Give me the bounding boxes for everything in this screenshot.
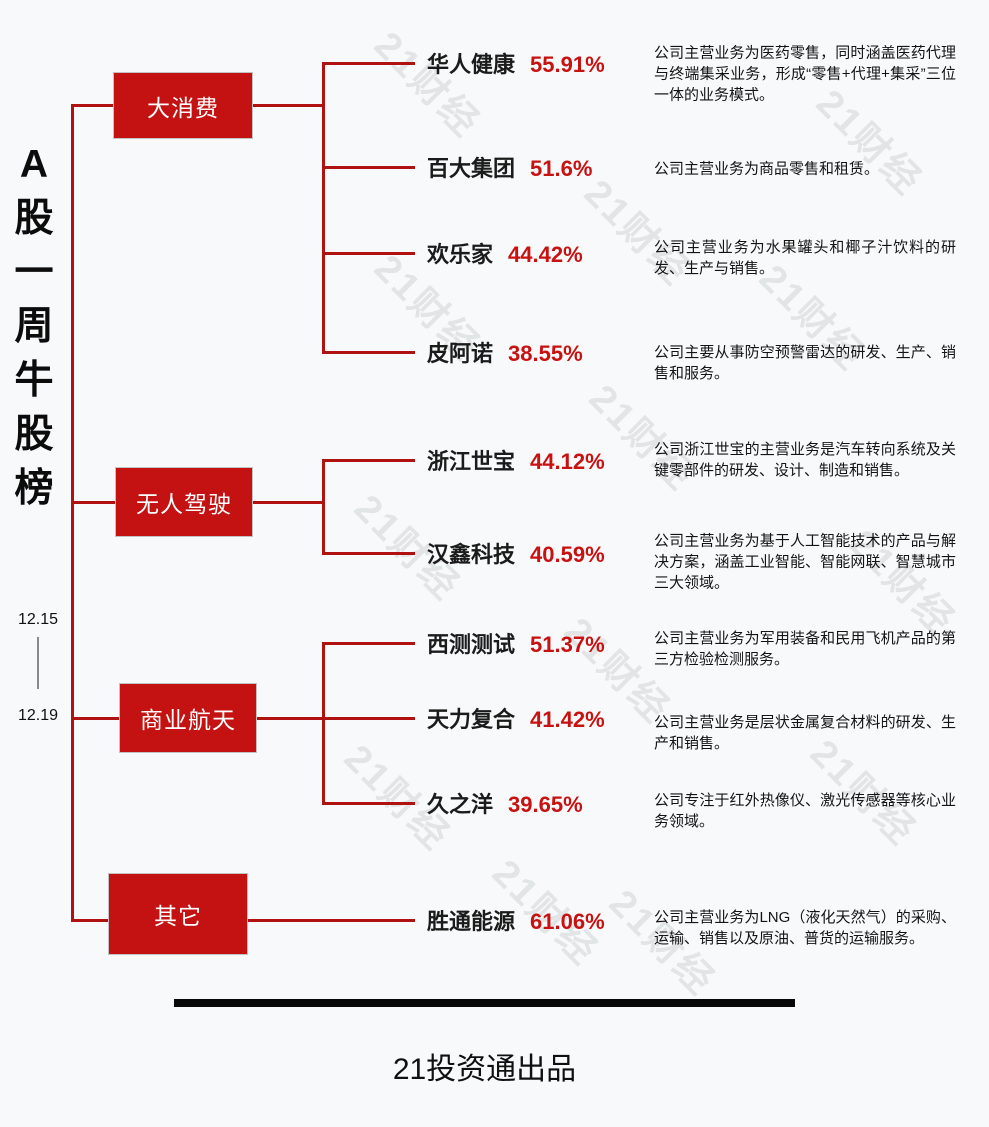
stock-row: 天力复合 41.42% (427, 702, 605, 734)
watermark-text: 21财经 (365, 24, 488, 147)
category-label: 其它 (154, 903, 202, 929)
page-title-char: 股 (14, 413, 54, 456)
stock-name: 天力复合 (427, 707, 516, 732)
stock-connector-line (322, 61, 415, 65)
stock-desc: 公司主营业务为LNG（液化天然气）的采购、运输、销售以及原油、普货的运输服务。 (654, 909, 956, 947)
stock-row: 欢乐家 44.42% (427, 237, 583, 269)
stock-name: 皮阿诺 (427, 341, 494, 366)
stock-desc: 公司专注于红外热像仪、激光传感器等核心业务领域。 (654, 792, 956, 830)
stock-connector-line (322, 251, 415, 255)
page-title-char: 牛 (14, 359, 54, 402)
branch-vertical-line (322, 61, 325, 354)
tree-trunk-line (71, 104, 74, 922)
stock-row: 西测测试 51.37% (427, 627, 605, 659)
stock-name: 华人健康 (427, 52, 516, 77)
page-title-char: 周 (14, 305, 54, 348)
stock-name: 欢乐家 (427, 242, 494, 267)
stock-connector-line (322, 551, 415, 555)
stock-change-pct: 55.91% (530, 52, 605, 77)
stock-connector-line (322, 716, 415, 720)
stock-row: 百大集团 51.6% (427, 151, 592, 183)
trunk-connector-line (71, 716, 119, 720)
stock-row: 皮阿诺 38.55% (427, 336, 583, 368)
stock-connector-line (322, 165, 415, 169)
stock-row: 浙江世宝 44.12% (427, 444, 605, 476)
page-title-char: A (19, 143, 49, 186)
stock-connector-line (322, 350, 415, 354)
stock-change-pct: 51.37% (530, 632, 605, 657)
stock-connector-line (322, 458, 415, 462)
stock-row: 汉鑫科技 40.59% (427, 537, 605, 569)
branch-vertical-line (322, 458, 325, 555)
date-start-label: 12.15 (17, 611, 59, 628)
category-label: 无人驾驶 (136, 491, 232, 517)
category-box-driverless: 无人驾驶 (115, 467, 253, 537)
stock-change-pct: 40.59% (530, 542, 605, 567)
stock-change-pct: 44.42% (508, 242, 583, 267)
trunk-connector-line (71, 104, 113, 107)
stock-name: 胜通能源 (427, 909, 516, 934)
stock-name: 久之洋 (427, 792, 494, 817)
trunk-connector-line (71, 500, 115, 504)
stock-row: 久之洋 39.65% (427, 787, 583, 819)
date-end-label: 12.19 (17, 707, 59, 724)
stock-desc: 公司主营业务为商品零售和租赁。 (654, 160, 880, 178)
stock-desc: 公司主营业务为医药零售，同时涵盖医药代理与终端集采业务，形成“零售+代理+集采”… (654, 44, 956, 104)
stock-connector-line (322, 641, 415, 645)
page-title-char: 榜 (14, 467, 54, 510)
stock-row: 华人健康 55.91% (427, 47, 605, 79)
footer-divider-bar (174, 999, 795, 1007)
stock-change-pct: 39.65% (508, 792, 583, 817)
stock-name: 西测测试 (427, 632, 516, 657)
stock-change-pct: 41.42% (530, 707, 605, 732)
stock-desc: 公司主要从事防空预警雷达的研发、生产、销售和服务。 (654, 344, 956, 382)
page-title-char: 一 (14, 251, 54, 294)
category-box-others: 其它 (108, 873, 248, 955)
box-branch-connector-line (257, 716, 325, 720)
category-label: 大消费 (147, 94, 219, 121)
stock-name: 百大集团 (427, 156, 516, 181)
producer-credit: 21投资通出品 (392, 1053, 577, 1086)
stock-desc: 公司主营业务为水果罐头和椰子汁饮料的研发、生产与销售。 (654, 239, 956, 277)
box-branch-connector-line (253, 500, 325, 504)
stock-desc: 公司主营业务是层状金属复合材料的研发、生产和销售。 (654, 714, 956, 752)
category-label: 商业航天 (140, 707, 236, 733)
stock-change-pct: 61.06% (530, 909, 605, 934)
stock-name: 浙江世宝 (427, 449, 516, 474)
box-branch-connector-line (253, 104, 325, 107)
category-box-commercial-aerospace: 商业航天 (119, 683, 257, 753)
stock-change-pct: 38.55% (508, 341, 583, 366)
stock-desc: 公司主营业务为基于人工智能技术的产品与解决方案，涵盖工业智能、智能网联、智慧城市… (654, 532, 956, 592)
stock-name: 汉鑫科技 (427, 542, 516, 567)
stock-connector-line (322, 801, 415, 805)
stock-change-pct: 51.6% (530, 156, 593, 181)
stock-row: 胜通能源 61.06% (427, 904, 605, 936)
branch-vertical-line (322, 641, 325, 805)
page-title-char: 股 (14, 197, 54, 240)
stock-desc: 公司浙江世宝的主营业务是汽车转向系统及关键零部件的研发、设计、制造和销售。 (654, 441, 956, 479)
stock-change-pct: 44.12% (530, 449, 605, 474)
category-box-big-consumption: 大消费 (113, 72, 253, 139)
stock-desc: 公司主营业务为军用装备和民用飞机产品的第三方检验检测服务。 (654, 630, 956, 668)
date-range-divider (37, 637, 39, 689)
